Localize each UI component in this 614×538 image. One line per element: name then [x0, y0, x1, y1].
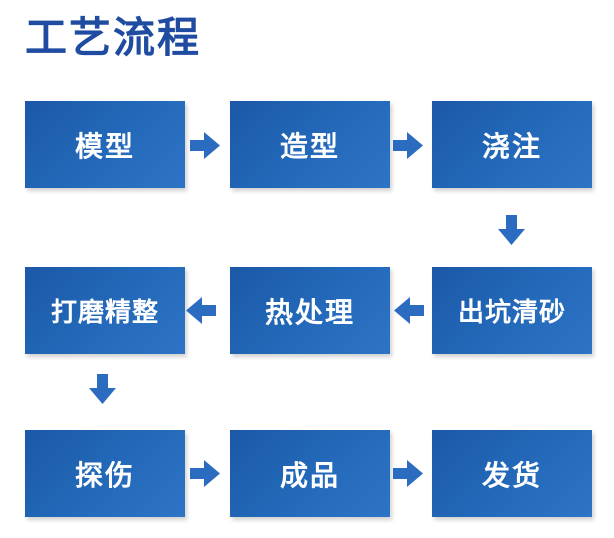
step-label-grinding-finishing: 打磨精整 [50, 297, 159, 327]
step-box-molding: 造型 [230, 101, 390, 188]
arrow-left-icon [394, 297, 424, 324]
arrow-right-icon [190, 132, 220, 159]
arrow-right-icon [190, 460, 220, 487]
step-label-finished-product: 成品 [279, 459, 340, 491]
step-box-pouring: 浇注 [432, 101, 592, 188]
step-box-finished-product: 成品 [230, 430, 390, 517]
step-label-pouring: 浇注 [481, 130, 542, 162]
page-title: 工艺流程 [25, 14, 202, 61]
arrow-left-icon [186, 297, 216, 324]
step-box-grinding-finishing: 打磨精整 [25, 267, 185, 354]
step-box-pit-sand-cleaning: 出坑清砂 [432, 267, 592, 354]
step-label-flaw-detection: 探伤 [74, 459, 135, 491]
arrow-right-icon [393, 132, 423, 159]
step-box-shipping: 发货 [432, 430, 592, 517]
step-label-heat-treatment: 热处理 [264, 296, 355, 328]
arrow-right-icon [393, 460, 423, 487]
arrow-down-icon [89, 374, 116, 404]
step-box-model: 模型 [25, 101, 185, 188]
step-box-heat-treatment: 热处理 [230, 267, 390, 354]
step-label-pit-sand-cleaning: 出坑清砂 [457, 297, 566, 327]
step-label-shipping: 发货 [481, 459, 542, 491]
step-label-molding: 造型 [279, 130, 340, 162]
step-box-flaw-detection: 探伤 [25, 430, 185, 517]
arrow-down-icon [498, 215, 525, 245]
step-label-model: 模型 [74, 130, 135, 162]
